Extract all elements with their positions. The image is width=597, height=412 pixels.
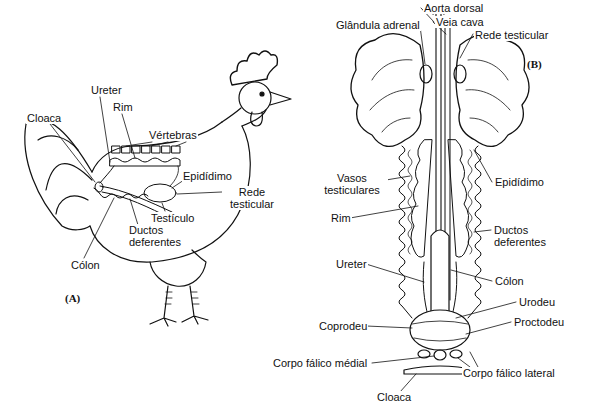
rooster-organs bbox=[172, 146, 180, 153]
leader-lines bbox=[474, 230, 491, 232]
rooster-organs bbox=[162, 146, 170, 153]
part-label: Corpo fálico lateral bbox=[462, 367, 556, 379]
panel-letter: (A) bbox=[64, 292, 81, 304]
leader-lines bbox=[350, 206, 418, 218]
testes bbox=[351, 34, 529, 147]
rooster-outline bbox=[239, 82, 271, 114]
colon-and-cloaca bbox=[410, 310, 470, 350]
rooster-outline bbox=[165, 292, 199, 304]
kidneys bbox=[448, 140, 469, 257]
part-label: Cloaca bbox=[376, 391, 412, 403]
leader-lines bbox=[130, 199, 138, 225]
part-label: Vasos testiculares bbox=[316, 172, 388, 196]
leader-lines bbox=[420, 26, 425, 64]
testes bbox=[370, 60, 414, 132]
colon-and-cloaca bbox=[431, 230, 449, 312]
colon-and-cloaca bbox=[404, 230, 476, 374]
rooster-organs bbox=[110, 158, 180, 166]
rooster-organs bbox=[94, 146, 180, 218]
leader-lines bbox=[466, 322, 511, 334]
rooster-organs bbox=[170, 166, 179, 186]
rooster-organs bbox=[100, 166, 114, 183]
adrenal-glands bbox=[420, 65, 432, 83]
leader-lines bbox=[100, 97, 110, 162]
rooster-outline bbox=[56, 196, 88, 214]
part-label: Aorta dorsal bbox=[423, 2, 484, 14]
rooster-outline bbox=[222, 108, 241, 122]
leader-lines bbox=[84, 198, 114, 258]
adrenal-glands bbox=[420, 65, 466, 83]
part-label: Proctodeu bbox=[513, 316, 565, 328]
rooster-outline bbox=[150, 250, 206, 286]
leader-lines bbox=[122, 114, 135, 158]
rooster-outline bbox=[46, 164, 92, 190]
part-label: Cólon bbox=[494, 275, 525, 287]
rooster-organs bbox=[95, 182, 103, 192]
part-label: Epidídimo bbox=[182, 170, 233, 182]
part-label: Ureter bbox=[335, 258, 368, 270]
rooster-outline bbox=[242, 110, 266, 126]
part-label: Epidídimo bbox=[494, 176, 545, 188]
leader-lines bbox=[366, 326, 412, 328]
part-label: Testículo bbox=[150, 212, 195, 224]
testes bbox=[351, 34, 424, 147]
rooster-organs bbox=[142, 146, 150, 153]
rooster-outline bbox=[230, 51, 277, 85]
leader-lines bbox=[460, 34, 473, 58]
leader-lines bbox=[400, 374, 416, 392]
part-label: Rim bbox=[112, 101, 134, 113]
leader-lines bbox=[386, 176, 410, 180]
part-label: Urodeu bbox=[518, 296, 556, 308]
leader-lines bbox=[350, 8, 516, 392]
panel-letter: (B) bbox=[526, 58, 543, 70]
part-label: Rede testicular bbox=[474, 29, 549, 41]
part-label: Rim bbox=[330, 212, 352, 224]
leader-lines bbox=[50, 124, 95, 182]
leader-lines bbox=[162, 203, 165, 211]
part-label: Cólon bbox=[70, 259, 101, 271]
colon-and-cloaca bbox=[450, 350, 462, 358]
deferent-ducts bbox=[399, 146, 481, 318]
rooster-outline bbox=[25, 51, 291, 326]
deferent-ducts bbox=[408, 150, 412, 254]
part-label: Ureter bbox=[90, 84, 123, 96]
colon-and-cloaca bbox=[412, 321, 468, 341]
testes bbox=[456, 34, 529, 147]
part-label: Rede testicular bbox=[222, 186, 282, 210]
rooster-outline bbox=[38, 136, 78, 150]
leader-lines bbox=[456, 302, 516, 318]
deferent-ducts bbox=[468, 150, 472, 254]
rooster-organs bbox=[152, 146, 160, 153]
leader-lines bbox=[451, 270, 492, 281]
part-label: Corpo fálico médial bbox=[272, 357, 368, 369]
part-label: Ductos deferentes bbox=[128, 224, 192, 248]
deferent-ducts bbox=[399, 146, 412, 318]
part-label: Veia cava bbox=[435, 16, 485, 28]
rooster-outline bbox=[270, 92, 291, 105]
leader-lines bbox=[372, 356, 434, 363]
kidneys bbox=[411, 140, 432, 257]
rooster-outline bbox=[25, 120, 92, 230]
part-label: Glândula adrenal bbox=[335, 19, 421, 31]
leader-lines bbox=[126, 142, 186, 146]
rooster-organs bbox=[122, 146, 130, 153]
part-label: Ductos deferentes bbox=[493, 224, 559, 248]
leader-lines bbox=[366, 264, 424, 282]
rooster-organs bbox=[112, 146, 120, 153]
testes bbox=[466, 60, 510, 132]
part-label: Cloaca bbox=[26, 112, 62, 124]
leader-lines bbox=[177, 192, 222, 194]
ureters bbox=[423, 262, 428, 316]
rooster-outline bbox=[260, 92, 264, 96]
colon-and-cloaca bbox=[434, 350, 446, 360]
leader-lines bbox=[458, 352, 478, 367]
part-label: Coprodeu bbox=[318, 320, 368, 332]
leader-lines bbox=[474, 150, 492, 182]
rooster-outline bbox=[92, 122, 222, 172]
part-label: Vértebras bbox=[148, 129, 198, 141]
rooster-organs bbox=[144, 184, 176, 202]
